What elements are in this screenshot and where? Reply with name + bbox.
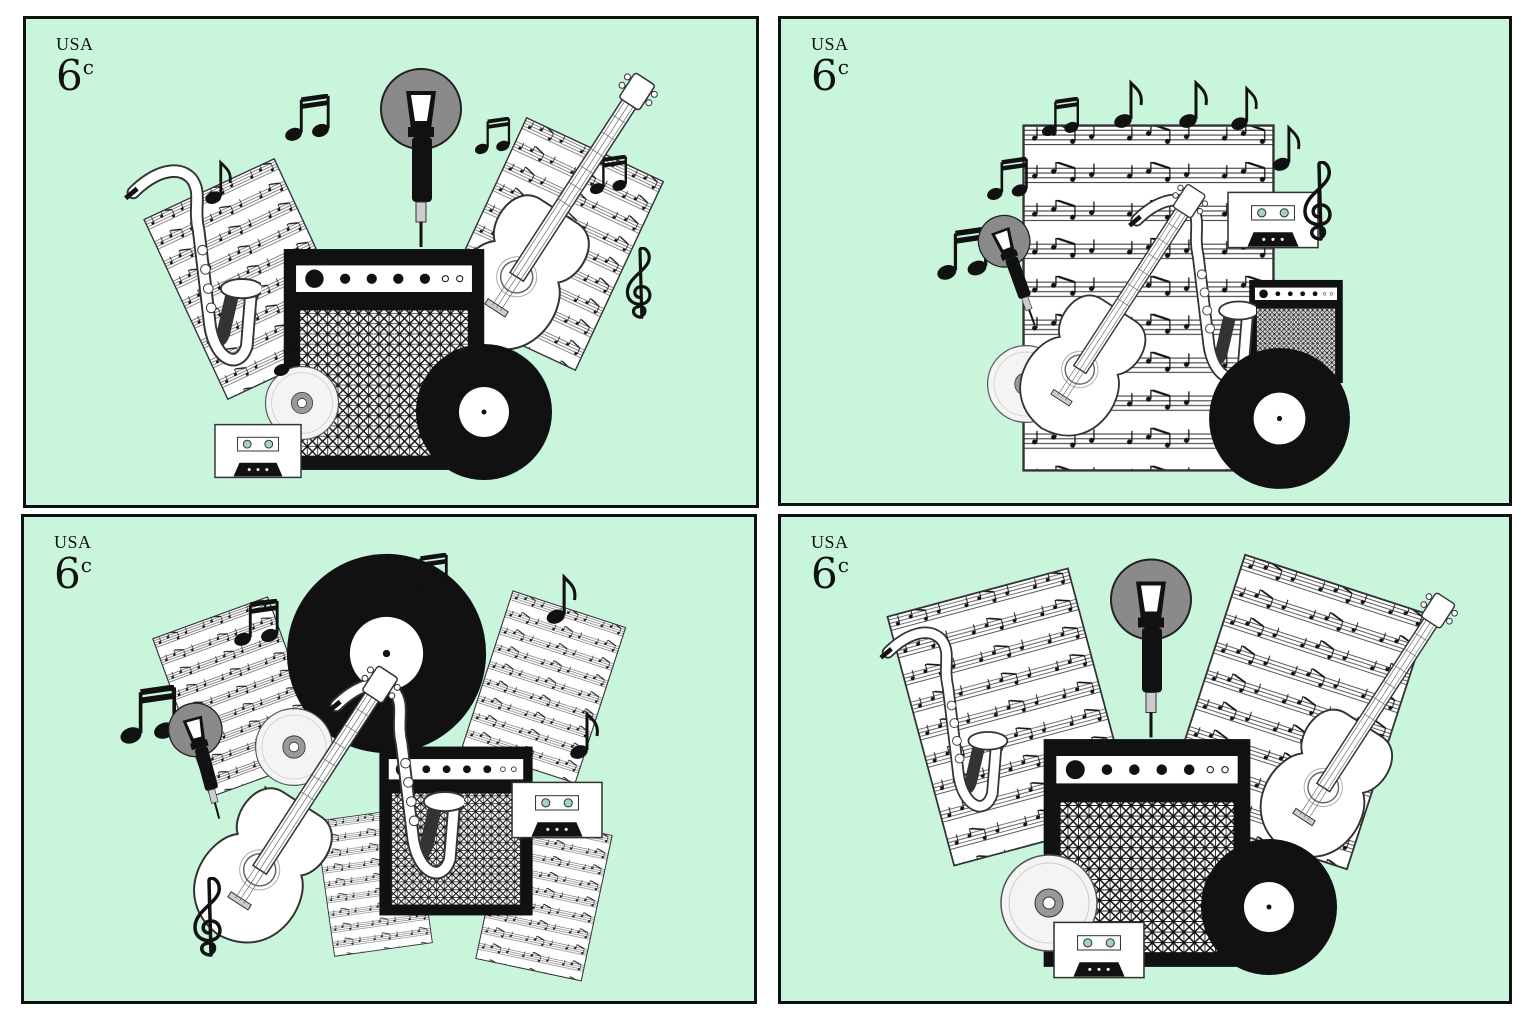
stamp-3: USA 6c	[21, 514, 757, 1004]
country-label: USA	[54, 532, 92, 552]
country-label: USA	[811, 34, 849, 54]
stamp-1-artwork	[26, 59, 666, 480]
music-note-icon	[1111, 81, 1144, 129]
unit-label: c	[837, 553, 849, 577]
microphone-image	[379, 67, 463, 249]
vinyl-record-image	[1201, 839, 1337, 975]
cassette-tape-image	[214, 423, 302, 479]
stamp-denomination: USA 6c	[811, 533, 849, 595]
stamp-4: USA 6c	[778, 514, 1512, 1004]
treble-clef-icon	[625, 247, 652, 319]
music-note-icon	[1271, 126, 1301, 172]
music-note-icon	[985, 159, 1028, 202]
stamp-3-artwork	[24, 517, 627, 982]
country-label: USA	[56, 34, 94, 54]
value-label: 6	[56, 51, 83, 100]
stamp-2: USA 6c	[778, 16, 1512, 506]
music-note-icon	[1176, 81, 1209, 129]
stamp-denomination: USA 6c	[56, 35, 94, 97]
stamp-2-artwork	[781, 81, 1350, 489]
music-note-icon	[474, 117, 512, 155]
value-label: 6	[811, 549, 838, 598]
country-label: USA	[811, 532, 849, 552]
microphone-image	[1109, 557, 1193, 740]
cassette-tape-image	[1227, 191, 1319, 249]
vinyl-record-image	[1209, 348, 1350, 489]
value-label: 6	[54, 549, 81, 598]
stamp-denomination: USA 6c	[811, 35, 849, 97]
stamp-4-artwork	[781, 553, 1461, 979]
stamp-denomination: USA 6c	[54, 533, 92, 595]
cassette-tape-image	[1053, 921, 1145, 979]
music-note-icon	[283, 96, 330, 143]
music-note-icon	[118, 687, 177, 746]
cassette-tape-image	[511, 781, 603, 839]
vinyl-record-image	[416, 344, 552, 480]
stamp-1: USA 6c	[23, 16, 759, 508]
unit-label: c	[82, 55, 94, 79]
value-label: 6	[811, 51, 838, 100]
unit-label: c	[837, 55, 849, 79]
unit-label: c	[80, 553, 92, 577]
